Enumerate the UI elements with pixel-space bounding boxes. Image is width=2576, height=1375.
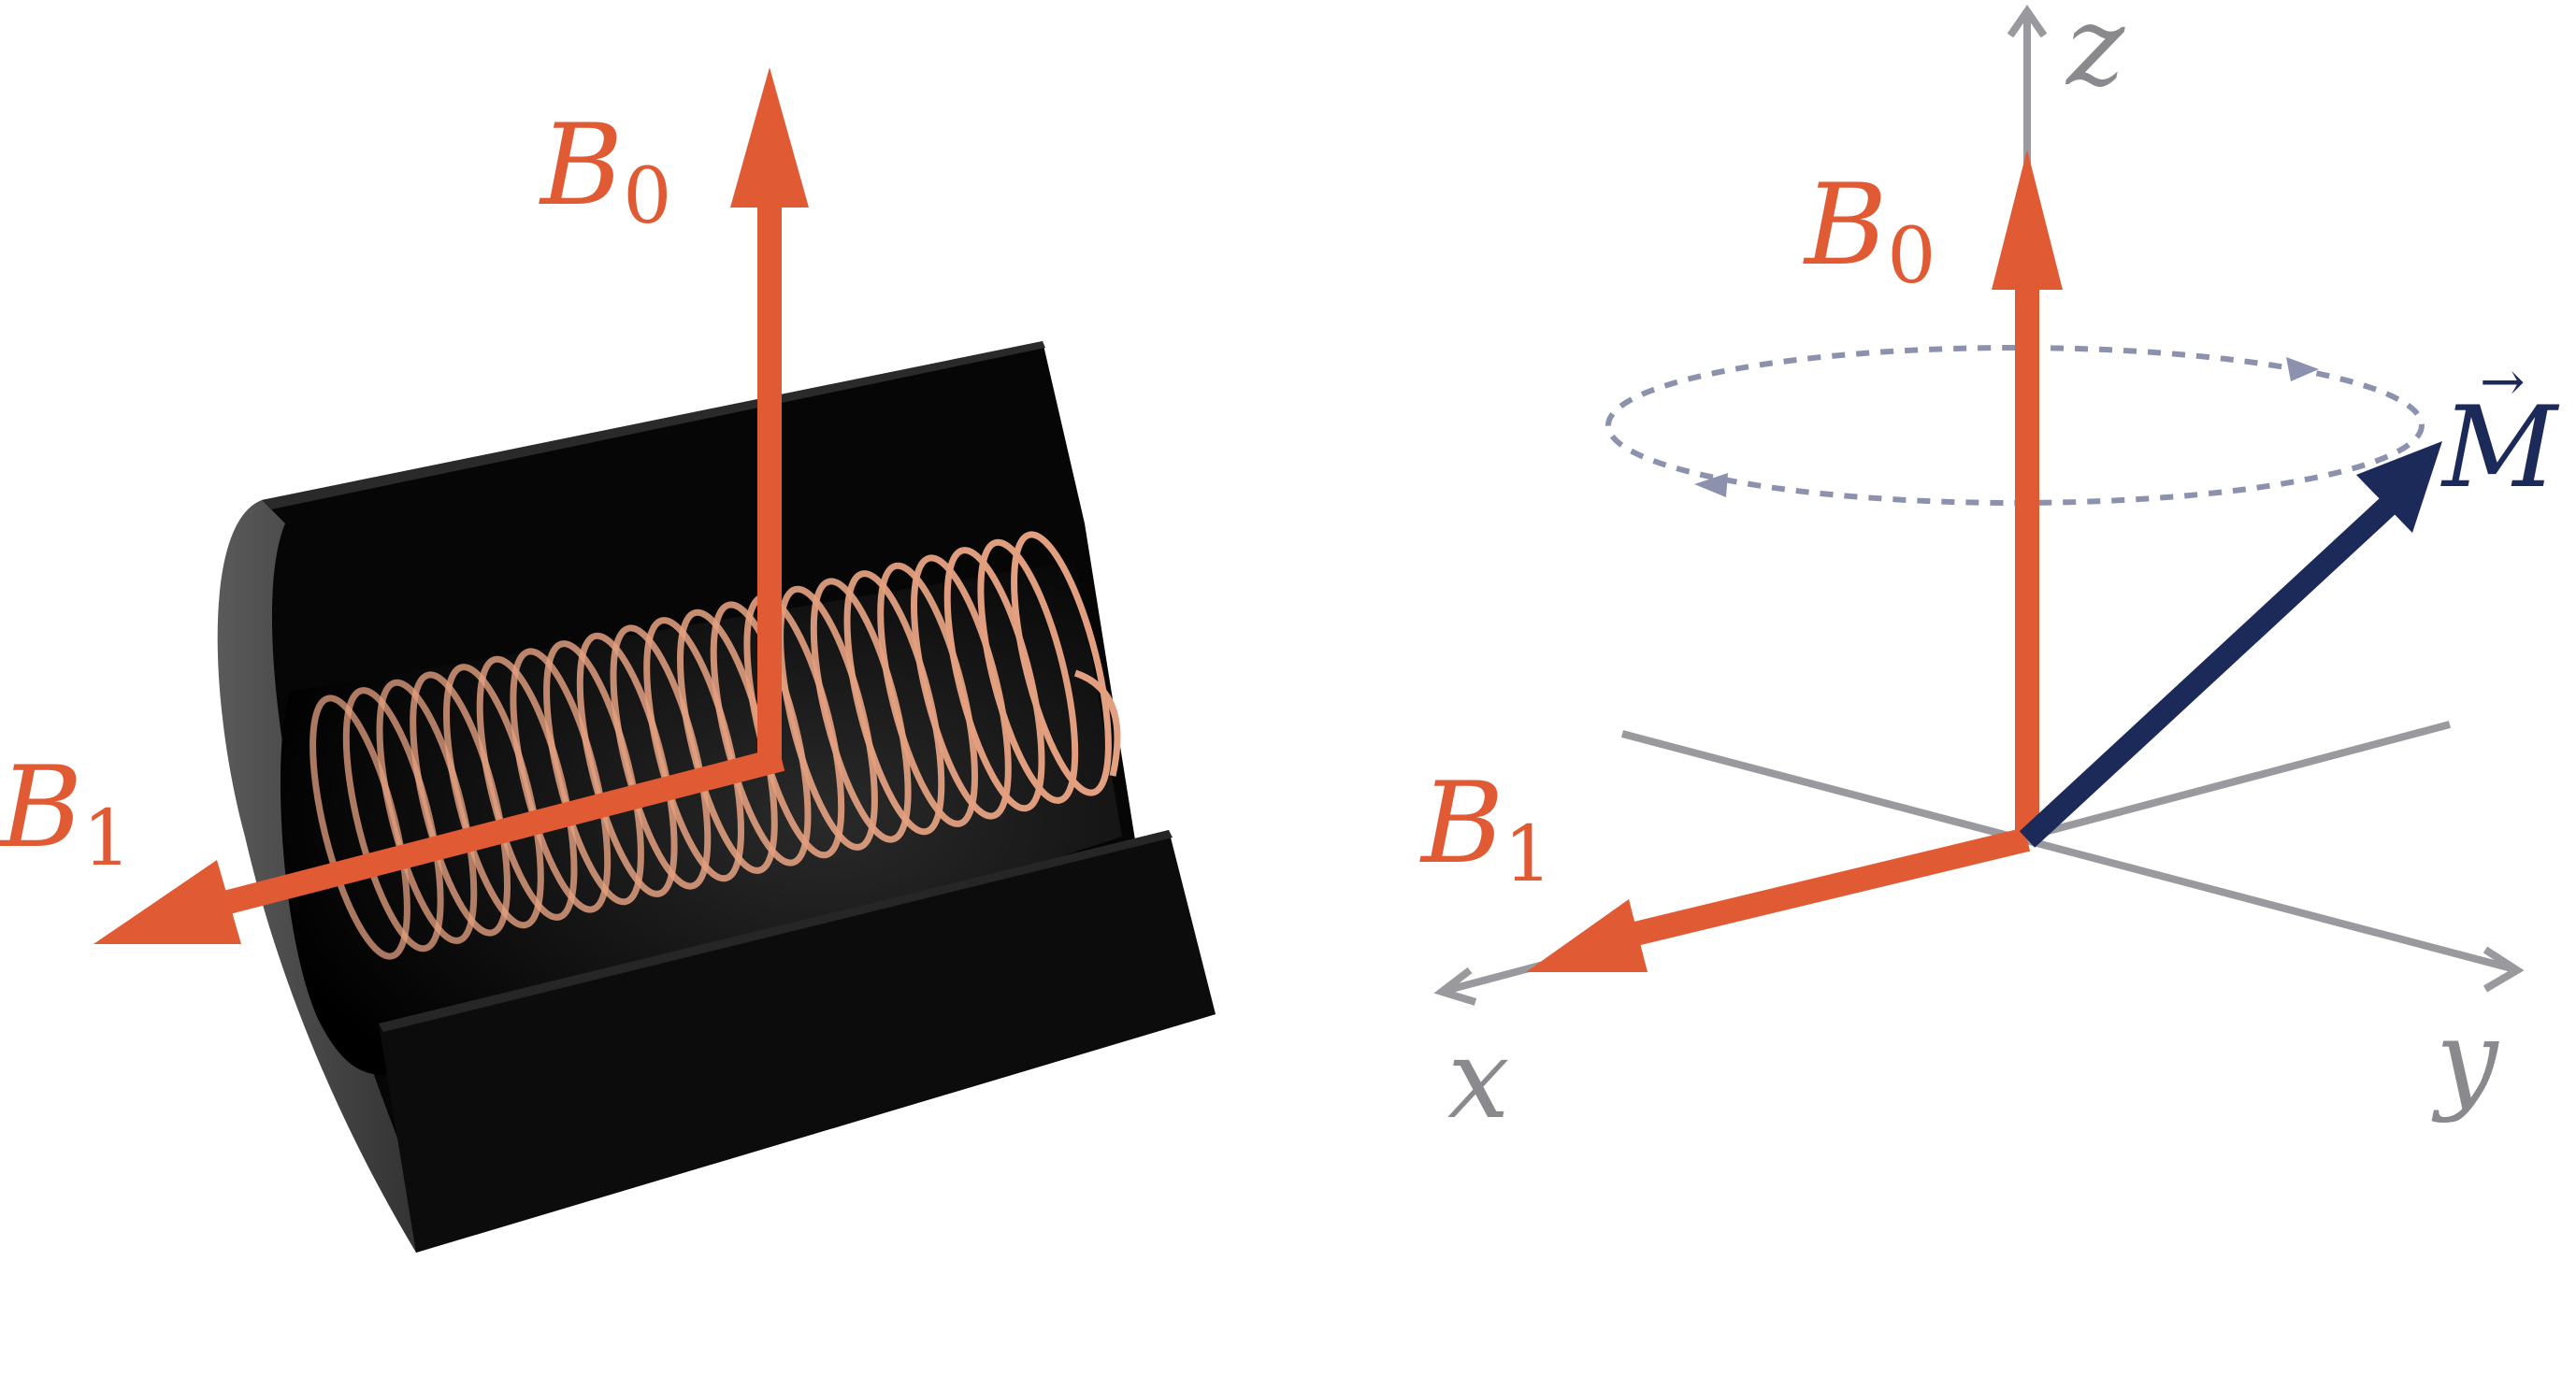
coil-lead	[1073, 669, 1121, 777]
y-axis	[1620, 730, 2517, 973]
b1-arrow-left	[94, 747, 785, 944]
y-axis-label: y	[2431, 995, 2499, 1124]
coil-turn	[1011, 531, 1112, 796]
magnet-lower-slab-edge	[379, 830, 1173, 1032]
magnet-end-face	[217, 500, 439, 1253]
z-axis-arrowhead	[2007, 4, 2048, 38]
magnetization-vector-mark: →	[2480, 350, 2526, 413]
z-axis-label: z	[2065, 0, 2125, 110]
precession-arrow-front	[1694, 473, 1728, 497]
x-axis-label: x	[1447, 1014, 1510, 1143]
b0-arrow-right	[1992, 150, 2063, 839]
magnetization-label: M	[2440, 383, 2560, 513]
b0-label-right: B0	[1803, 161, 1936, 301]
magnet-top-edge	[262, 341, 1045, 509]
x-axis-arrowhead	[1433, 967, 1477, 1006]
magnet-lower-slab	[379, 830, 1216, 1253]
coil-turn	[977, 538, 1079, 804]
b1-label-left: B1	[0, 743, 131, 883]
back-axis	[2025, 721, 2452, 840]
y-axis-arrowhead	[2482, 946, 2525, 993]
b0-label-left: B0	[539, 101, 671, 241]
b0-arrow-left	[730, 67, 809, 759]
precession-arrow-back	[2286, 357, 2319, 381]
b1-arrow-right	[1526, 827, 2031, 972]
b1-label-right: B1	[1419, 759, 1552, 899]
magnetization-arrow	[2019, 441, 2442, 848]
